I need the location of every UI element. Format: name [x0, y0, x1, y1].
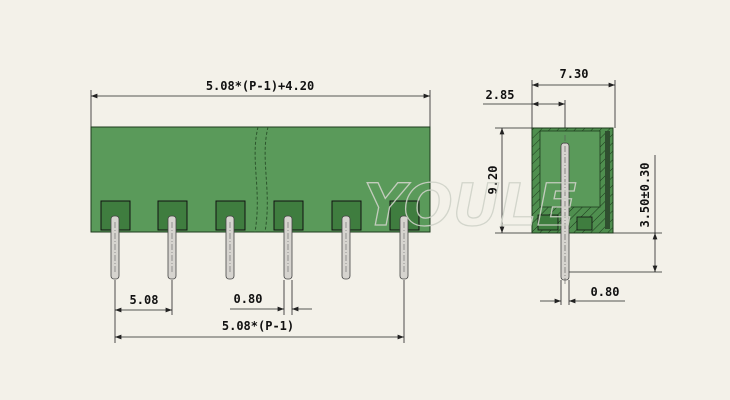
pin-slots: [100, 200, 420, 280]
pin-length-label: 3.50±0.30: [638, 162, 652, 227]
pin-span-label: 5.08*(P-1): [222, 319, 294, 333]
pitch-label: 5.08: [130, 293, 159, 307]
side-view: 7.30 2.85 9.20 3.50±0.30 0.80: [483, 67, 662, 305]
front-view: 5.08*(P-1)+4.20 5.08 0.80 5.08*(P-1): [90, 79, 431, 343]
terminal-block-body: [90, 126, 431, 233]
height-label: 9.20: [486, 166, 500, 195]
pin-width-label: 0.80: [234, 292, 263, 306]
watermark-logo: YOULE: [364, 171, 577, 239]
pin-offset-label: 2.85: [486, 88, 515, 102]
overall-length-label: 5.08*(P-1)+4.20: [206, 79, 314, 93]
depth-label: 7.30: [560, 67, 589, 81]
side-pin-width-label: 0.80: [591, 285, 620, 299]
